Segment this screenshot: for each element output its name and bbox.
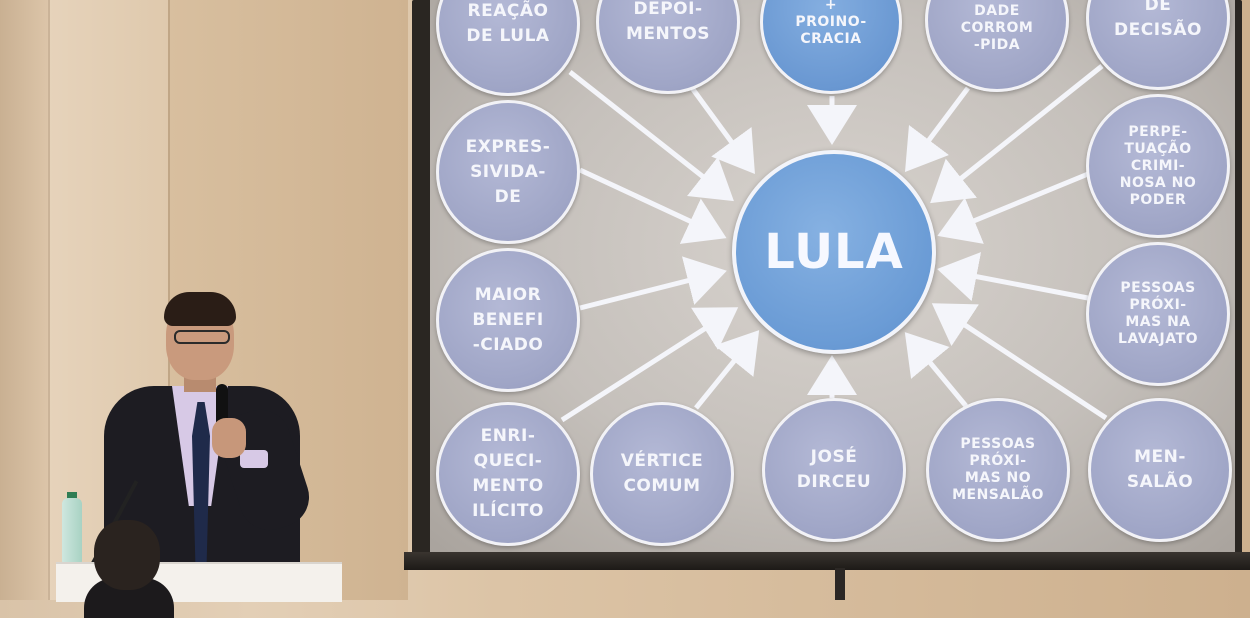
node-mensalao-pessoas: PESSOAS PRÓXI- MAS NO MENSALÃO	[926, 398, 1070, 542]
node-maior-beneficiado: MAIOR BENEFI -CIADO	[436, 248, 580, 392]
node-enriquecimento: ENRI- QUECI- MENTO ILÍCITO	[436, 402, 580, 546]
arrow-reacao	[568, 70, 734, 202]
arrow-vertice	[694, 330, 760, 410]
node-jose-dirceu: JOSÉ DIRCEU	[762, 398, 906, 542]
speaker-cuff	[240, 450, 268, 468]
audience-member	[84, 520, 174, 618]
wall-seam	[48, 0, 50, 600]
speaker-hand	[212, 418, 246, 458]
node-mensalao: MEN- SALÃO	[1088, 398, 1232, 542]
water-bottle-cap	[67, 492, 77, 500]
node-perpetuacao: PERPE- TUAÇÃO CRIMI- NOSA NO PODER	[1086, 94, 1230, 238]
wall-panel-left	[0, 0, 48, 600]
arrow-lavajato	[937, 252, 1089, 302]
audience-member-head	[94, 520, 160, 590]
speaker-tie	[192, 402, 210, 572]
node-expressividade: EXPRES- SIVIDA- DE	[436, 100, 580, 244]
node-lavajato: PESSOAS PRÓXI- MAS NA LAVAJATO	[1086, 242, 1230, 386]
glasses-icon	[174, 330, 230, 344]
arrow-corrompida	[905, 86, 970, 172]
center-node-lula: LULA	[732, 150, 936, 354]
arrow-decisao	[930, 64, 1104, 204]
arrow-depoimentos	[689, 86, 755, 175]
arrow-mensalao-pessoas	[904, 332, 968, 408]
node-vertice: VÉRTICE COMUM	[590, 402, 734, 546]
arrow-maior-beneficiado	[579, 256, 727, 311]
arrow-enriquecimento	[560, 307, 739, 423]
arrow-perpetuacao	[937, 171, 1089, 244]
arrow-expressividade	[578, 167, 727, 244]
arrow-mensalao	[931, 303, 1108, 421]
screen-stand	[835, 568, 845, 600]
speaker-hair	[164, 292, 236, 326]
diagram-arrows	[560, 64, 1108, 423]
water-bottle	[62, 498, 82, 564]
screen-bottom-bar	[404, 552, 1250, 570]
